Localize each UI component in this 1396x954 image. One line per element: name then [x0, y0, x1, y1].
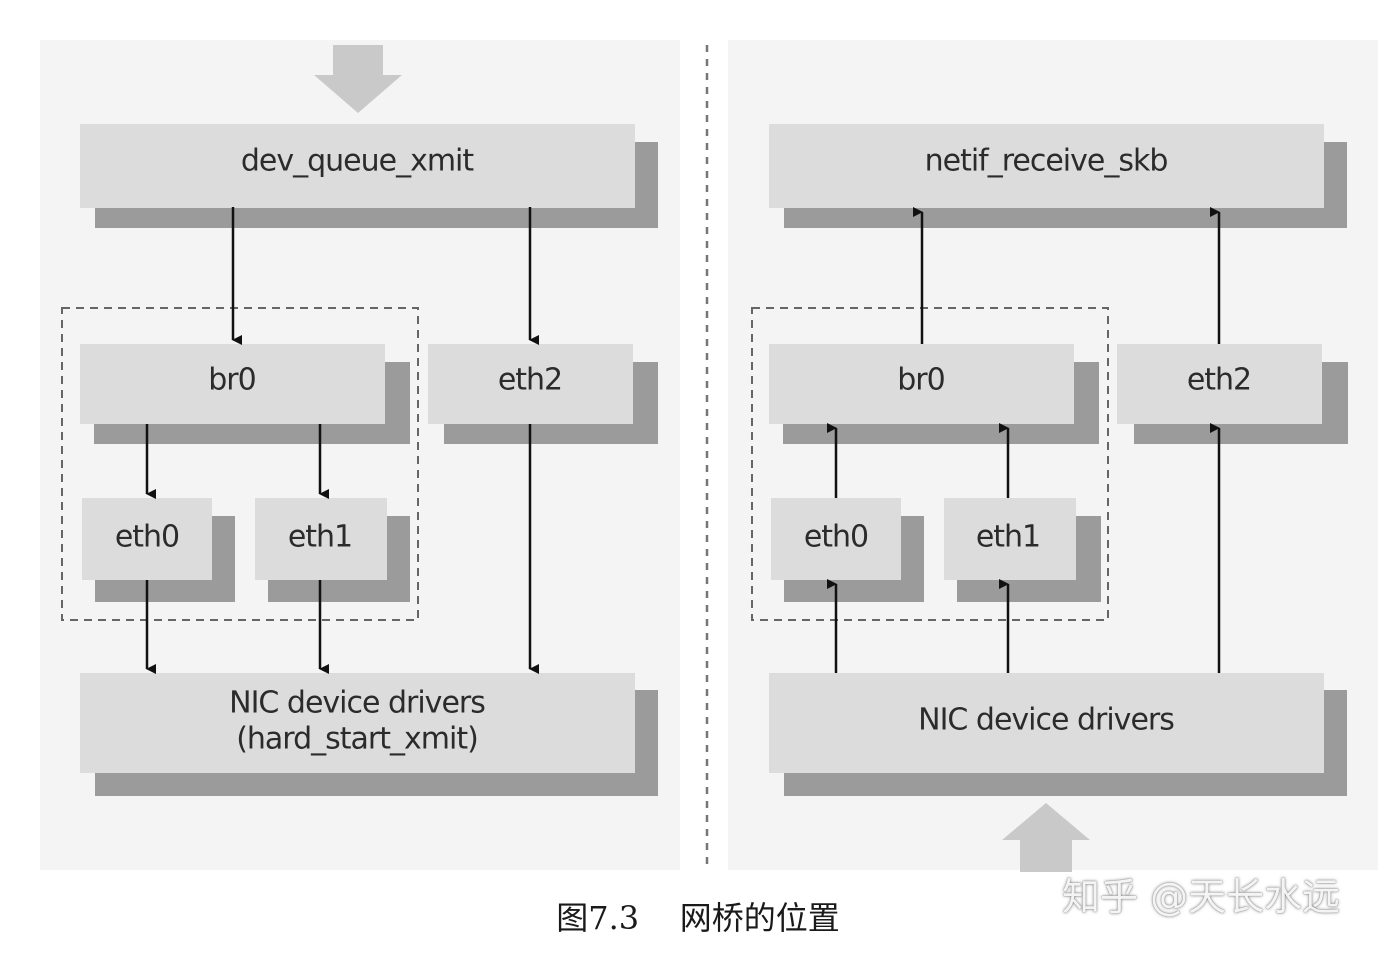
netif-receive-skb-label: netif_receive_skb — [925, 144, 1168, 179]
right-bridge-group-outline — [751, 307, 1109, 621]
left-eth0-box: eth0 — [82, 498, 235, 602]
left-bridge-group-outline — [61, 307, 419, 621]
left-br0-label: br0 — [208, 363, 255, 398]
right-eth1-box: eth1 — [944, 498, 1101, 602]
incoming-arrow-icon — [314, 45, 402, 113]
zhihu-watermark: 知乎 @天长水远 — [1062, 875, 1341, 919]
right-eth2-box: eth2 — [1117, 344, 1348, 444]
figure-caption: 图7.3 网桥的位置 — [556, 899, 840, 937]
right-panel: netif_receive_skb br0 eth2 eth0 eth1 — [751, 124, 1348, 872]
left-panel: dev_queue_xmit br0 eth2 eth0 eth1 — [61, 45, 658, 796]
right-eth0-label: eth0 — [804, 520, 868, 555]
right-eth0-box: eth0 — [771, 498, 924, 602]
right-br0-label: br0 — [897, 363, 944, 398]
right-nic-drivers-box: NIC device drivers — [769, 673, 1347, 796]
left-eth2-label: eth2 — [498, 363, 562, 398]
left-nic-drivers-box: NIC device drivers (hard_start_xmit) — [80, 673, 658, 796]
dev-queue-xmit-label: dev_queue_xmit — [241, 144, 475, 179]
right-eth1-label: eth1 — [976, 520, 1040, 555]
left-eth2-box: eth2 — [428, 344, 658, 444]
right-nic-drivers-label: NIC device drivers — [918, 703, 1174, 738]
right-eth2-label: eth2 — [1187, 363, 1251, 398]
right-br0-box: br0 — [769, 344, 1099, 444]
left-nic-drivers-label: NIC device drivers — [229, 686, 485, 721]
left-eth0-label: eth0 — [115, 520, 179, 555]
netif-receive-skb-box: netif_receive_skb — [769, 124, 1347, 228]
left-eth1-label: eth1 — [288, 520, 352, 555]
incoming-up-arrow-icon — [1002, 803, 1090, 872]
dev-queue-xmit-box: dev_queue_xmit — [80, 124, 658, 228]
left-eth1-box: eth1 — [255, 498, 410, 602]
left-br0-box: br0 — [80, 344, 410, 444]
left-nic-drivers-func-label: (hard_start_xmit) — [236, 722, 478, 757]
